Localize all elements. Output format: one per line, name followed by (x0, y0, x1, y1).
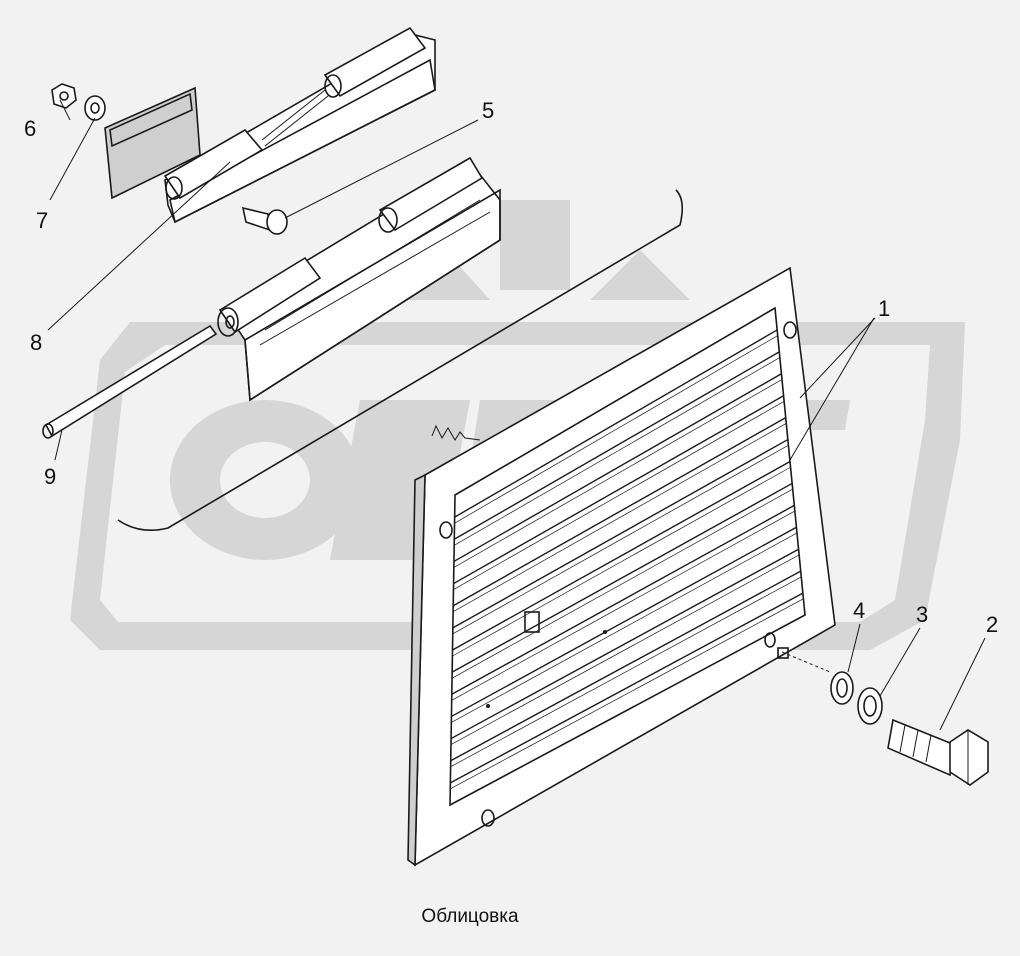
louver-slat (453, 351, 780, 540)
callout-9: 9 (44, 464, 56, 489)
louver-slat-edge (451, 532, 797, 723)
washer-icon (84, 95, 106, 121)
leader-lines (47, 99, 986, 731)
bolt-icon (887, 718, 989, 786)
washer-3 (857, 687, 883, 725)
mount-hole (783, 321, 797, 339)
louver-slat (450, 548, 799, 740)
callout-4: 4 (853, 598, 865, 623)
rivet-dot (486, 704, 490, 708)
louver-slat (450, 592, 804, 784)
louver-slat-edge (452, 467, 791, 657)
callout-8: 8 (30, 330, 42, 355)
callout-2: 2 (986, 612, 998, 637)
louver-slat-edge (454, 335, 778, 524)
louver-slat-edge (454, 357, 780, 546)
spring (431, 424, 481, 441)
diagram-caption: Облицовка (421, 906, 519, 927)
callout-6: 6 (24, 116, 36, 141)
louver-slat-edge (451, 511, 795, 701)
louver-slat-edge (453, 401, 784, 590)
hinge-pin (42, 324, 218, 439)
louvered-panel (407, 266, 836, 867)
louver-slat (450, 570, 802, 762)
louver-slat (452, 438, 789, 629)
screw-icon (241, 206, 288, 235)
louver-slat (452, 417, 787, 607)
louver-slat-edge (452, 445, 789, 635)
louver-slat (454, 329, 778, 518)
callout-1: 1 (878, 296, 890, 321)
louver-slat (451, 504, 795, 695)
louver-slat (451, 482, 793, 673)
wire-rod (117, 189, 684, 531)
cover-plate (104, 86, 201, 200)
callout-3: 3 (916, 602, 928, 627)
hinge-small (163, 26, 436, 224)
panel-louvers (450, 329, 804, 790)
rivet-dot (603, 630, 607, 634)
louver-slat-edge (453, 423, 786, 613)
panel-latch (524, 611, 540, 633)
louver-slat-edge (450, 598, 804, 790)
louver-slat (453, 373, 782, 563)
hinge-large (217, 156, 501, 402)
callout-7: 7 (36, 208, 48, 233)
lock-washer-4 (830, 671, 854, 705)
mount-hole (481, 809, 495, 827)
callout-5: 5 (482, 98, 494, 123)
pin-icon (42, 423, 54, 439)
watermark-letter-holes (220, 442, 310, 518)
panel-fastener (777, 647, 831, 673)
louver-slat-edge (450, 576, 801, 768)
louver-slat (452, 460, 791, 651)
mount-hole (764, 632, 776, 648)
louver-slat-edge (453, 379, 782, 568)
louver-slat-edge (451, 489, 793, 679)
mount-hole (439, 521, 453, 539)
hex-nut-icon (51, 83, 77, 109)
louver-slat-edge (450, 554, 799, 745)
louver-slat (451, 526, 797, 718)
louver-slat (453, 395, 784, 585)
